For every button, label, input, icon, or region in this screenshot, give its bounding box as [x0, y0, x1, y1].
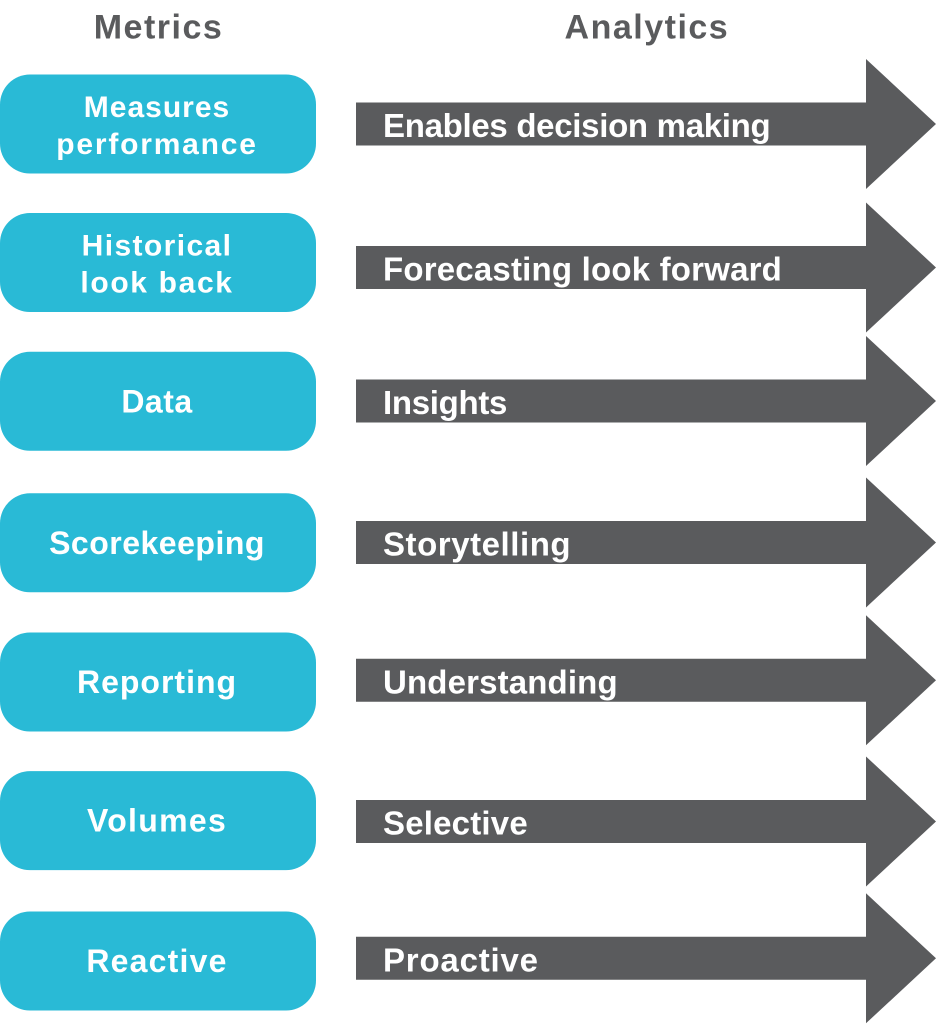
svg-text:Understanding: Understanding	[383, 663, 618, 700]
svg-text:Selective: Selective	[383, 805, 528, 842]
svg-text:Data: Data	[121, 383, 192, 419]
svg-text:performance: performance	[56, 128, 258, 161]
svg-text:Enables decision making: Enables decision making	[383, 107, 770, 144]
svg-text:Historical: Historical	[82, 230, 233, 263]
svg-text:look back: look back	[80, 267, 233, 300]
svg-text:Forecasting look forward: Forecasting look forward	[383, 251, 782, 288]
svg-text:Insights: Insights	[383, 384, 507, 421]
svg-text:Storytelling: Storytelling	[383, 526, 571, 563]
svg-text:Measures: Measures	[84, 91, 230, 124]
svg-text:Metrics: Metrics	[94, 9, 224, 47]
svg-text:Reporting: Reporting	[77, 664, 237, 700]
svg-text:Volumes: Volumes	[87, 803, 227, 839]
svg-text:Analytics: Analytics	[565, 9, 730, 47]
svg-text:Scorekeeping: Scorekeeping	[49, 525, 265, 561]
svg-text:Proactive: Proactive	[383, 941, 539, 978]
svg-text:Reactive: Reactive	[86, 943, 227, 979]
